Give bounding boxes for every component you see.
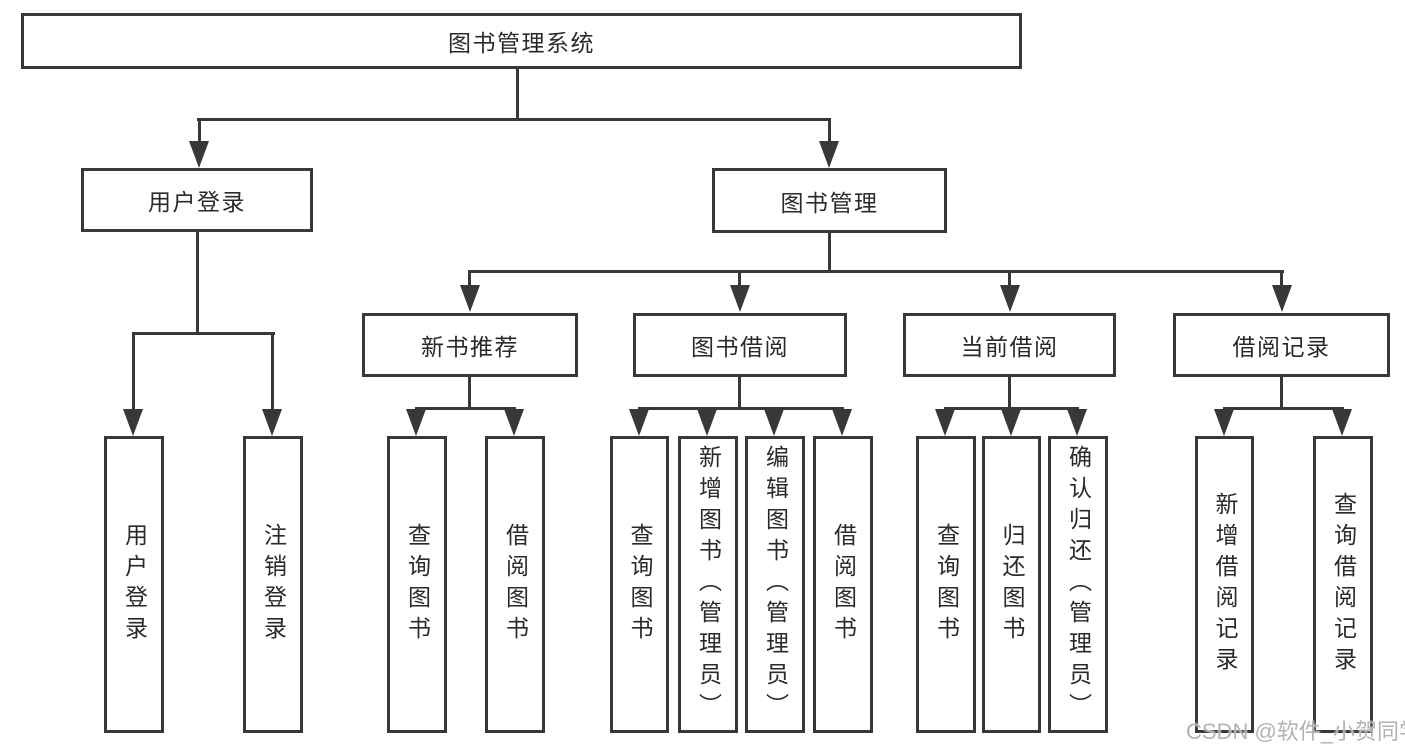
node-library-system: 图书管理系统 bbox=[21, 13, 1022, 69]
leaf-confirm-return-admin: 确认归还（管理员） bbox=[1048, 436, 1108, 733]
leaf-label: 用户登录 bbox=[121, 522, 148, 647]
arrow-down bbox=[1000, 285, 1020, 312]
connector bbox=[415, 407, 516, 410]
leaf-query-borrow-record: 查询借阅记录 bbox=[1313, 436, 1373, 733]
connector bbox=[1008, 270, 1011, 287]
connector bbox=[198, 118, 201, 146]
arrow-down bbox=[1001, 409, 1021, 436]
leaf-label: 归还图书 bbox=[999, 522, 1025, 647]
connector bbox=[738, 270, 741, 287]
leaf-label: 注销登录 bbox=[260, 522, 287, 647]
arrow-down bbox=[697, 409, 717, 436]
connector bbox=[738, 377, 741, 410]
arrow-down bbox=[935, 409, 955, 436]
arrow-down bbox=[504, 409, 524, 436]
connector bbox=[468, 270, 1284, 273]
csdn-watermark: CSDN @软件_小贺同学 bbox=[1186, 719, 1405, 744]
leaf-label: 查询借阅记录 bbox=[1330, 491, 1357, 678]
leaf-recommend-borrow-books: 借阅图书 bbox=[485, 436, 545, 733]
connector bbox=[271, 332, 274, 412]
leaf-borrow-books: 借阅图书 bbox=[813, 436, 873, 733]
arrow-down bbox=[262, 409, 282, 436]
leaf-return-books: 归还图书 bbox=[982, 436, 1041, 733]
arrow-down bbox=[764, 409, 784, 436]
connector bbox=[944, 407, 1079, 410]
connector bbox=[468, 270, 471, 287]
node-new-book-recommend: 新书推荐 bbox=[362, 313, 578, 377]
leaf-add-borrow-record: 新增借阅记录 bbox=[1195, 436, 1254, 733]
arrow-down bbox=[1332, 409, 1352, 436]
leaf-logout: 注销登录 bbox=[243, 436, 303, 733]
leaf-label: 确认归还（管理员） bbox=[1065, 445, 1092, 724]
arrow-down bbox=[1067, 409, 1087, 436]
connector bbox=[638, 407, 844, 410]
leaf-borrow-query-books: 查询图书 bbox=[610, 436, 669, 733]
connector bbox=[196, 232, 199, 335]
node-book-borrow: 图书借阅 bbox=[633, 313, 847, 377]
arrow-down bbox=[460, 285, 480, 312]
leaf-edit-books-admin: 编辑图书（管理员） bbox=[745, 436, 805, 733]
arrow-down bbox=[832, 409, 852, 436]
leaf-label: 借阅图书 bbox=[830, 522, 857, 647]
connector bbox=[516, 69, 519, 121]
connector bbox=[1280, 377, 1283, 410]
node-current-borrow: 当前借阅 bbox=[903, 313, 1116, 377]
arrow-down bbox=[189, 141, 209, 168]
node-user-login: 用户登录 bbox=[81, 168, 313, 232]
arrow-down bbox=[629, 409, 649, 436]
arrow-down bbox=[123, 409, 143, 436]
connector bbox=[132, 332, 275, 335]
leaf-label: 查询图书 bbox=[933, 522, 960, 647]
connector bbox=[828, 118, 831, 146]
connector bbox=[828, 233, 831, 273]
leaf-label: 新增图书（管理员） bbox=[695, 445, 722, 724]
connector bbox=[1008, 377, 1011, 410]
connector bbox=[132, 332, 135, 412]
leaf-label: 编辑图书（管理员） bbox=[762, 445, 789, 724]
leaf-current-query-books: 查询图书 bbox=[916, 436, 976, 733]
arrow-down bbox=[819, 141, 839, 168]
leaf-label: 查询图书 bbox=[404, 522, 431, 647]
node-borrow-records: 借阅记录 bbox=[1173, 313, 1390, 377]
leaf-label: 借阅图书 bbox=[502, 522, 529, 647]
connector bbox=[1280, 270, 1283, 287]
arrow-down bbox=[1214, 409, 1234, 436]
leaf-user-login: 用户登录 bbox=[104, 436, 164, 733]
connector bbox=[468, 377, 471, 410]
arrow-down bbox=[730, 285, 750, 312]
connector bbox=[1223, 407, 1344, 410]
arrow-down bbox=[1272, 285, 1292, 312]
arrow-down bbox=[406, 409, 426, 436]
node-book-management: 图书管理 bbox=[712, 168, 947, 233]
connector bbox=[197, 118, 831, 121]
leaf-add-books-admin: 新增图书（管理员） bbox=[678, 436, 738, 733]
leaf-label: 查询图书 bbox=[627, 522, 653, 647]
leaf-label: 新增借阅记录 bbox=[1212, 491, 1238, 678]
leaf-recommend-query-books: 查询图书 bbox=[387, 436, 447, 733]
